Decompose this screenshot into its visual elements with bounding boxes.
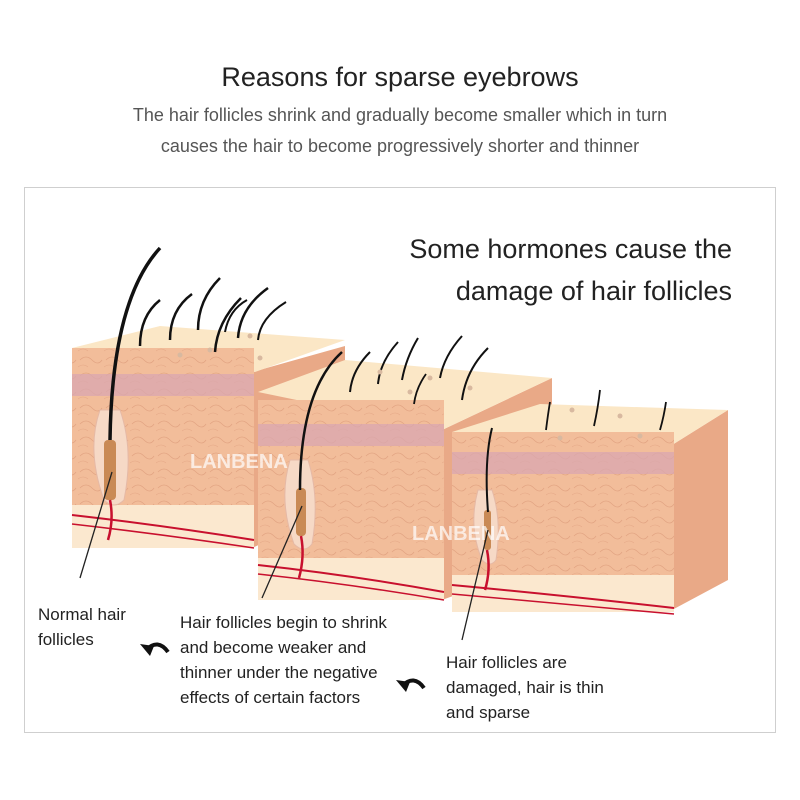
skin-block-normal (71, 246, 345, 549)
pointer-line-damaged (461, 529, 489, 641)
block2-vessel (257, 564, 445, 593)
caption-line: and become weaker and (180, 638, 367, 657)
curved-arrow-icon (140, 642, 170, 656)
caption-shrinking-follicles: Hair follicles begin to shrink and becom… (180, 610, 387, 710)
headline-line-2: damage of hair follicles (455, 276, 732, 306)
curved-arrow-icon (396, 678, 426, 692)
skin-block-damaged (451, 389, 728, 615)
watermark-1: LANBENA (190, 451, 288, 473)
page-title: Reasons for sparse eyebrows (221, 62, 579, 92)
block2-hair-main (298, 351, 343, 491)
block3-vessel (451, 584, 675, 609)
headline-line-1: Some hormones cause the (409, 234, 732, 264)
diagram-frame (24, 187, 776, 733)
caption-line: effects of certain factors (180, 688, 361, 707)
block2-dermis-band (258, 424, 444, 446)
subtitle-line-1: The hair follicles shrink and gradually … (132, 105, 668, 125)
block3-fat-layer (452, 575, 674, 612)
block3-dermis-band (452, 452, 674, 474)
caption-line: thinner under the negative (180, 663, 378, 682)
caption-line: Hair follicles begin to shrink (180, 613, 387, 632)
block2-top-face (258, 360, 552, 430)
subtitle-line-2: causes the hair to become progressively … (160, 136, 640, 156)
block3-hair-main (485, 427, 493, 513)
block1-vessel (71, 514, 255, 541)
watermark-2: LANBENA (412, 523, 510, 545)
caption-line: damaged, hair is thin (446, 678, 604, 697)
caption-damaged-follicles: Hair follicles are damaged, hair is thin… (446, 650, 604, 725)
block1-dermis-band (72, 374, 254, 396)
pointer-line-shrinking (261, 505, 303, 599)
block3-side-face (672, 410, 728, 610)
block1-hair-main (108, 246, 162, 441)
caption-line: follicles (38, 630, 94, 649)
caption-normal-follicles: Normal hair follicles (38, 602, 126, 652)
caption-line: Normal hair (38, 605, 126, 624)
caption-line: Hair follicles are (446, 653, 567, 672)
caption-line: and sparse (446, 703, 531, 722)
block2-fat-layer (258, 558, 444, 600)
pointer-line-normal (79, 471, 113, 579)
